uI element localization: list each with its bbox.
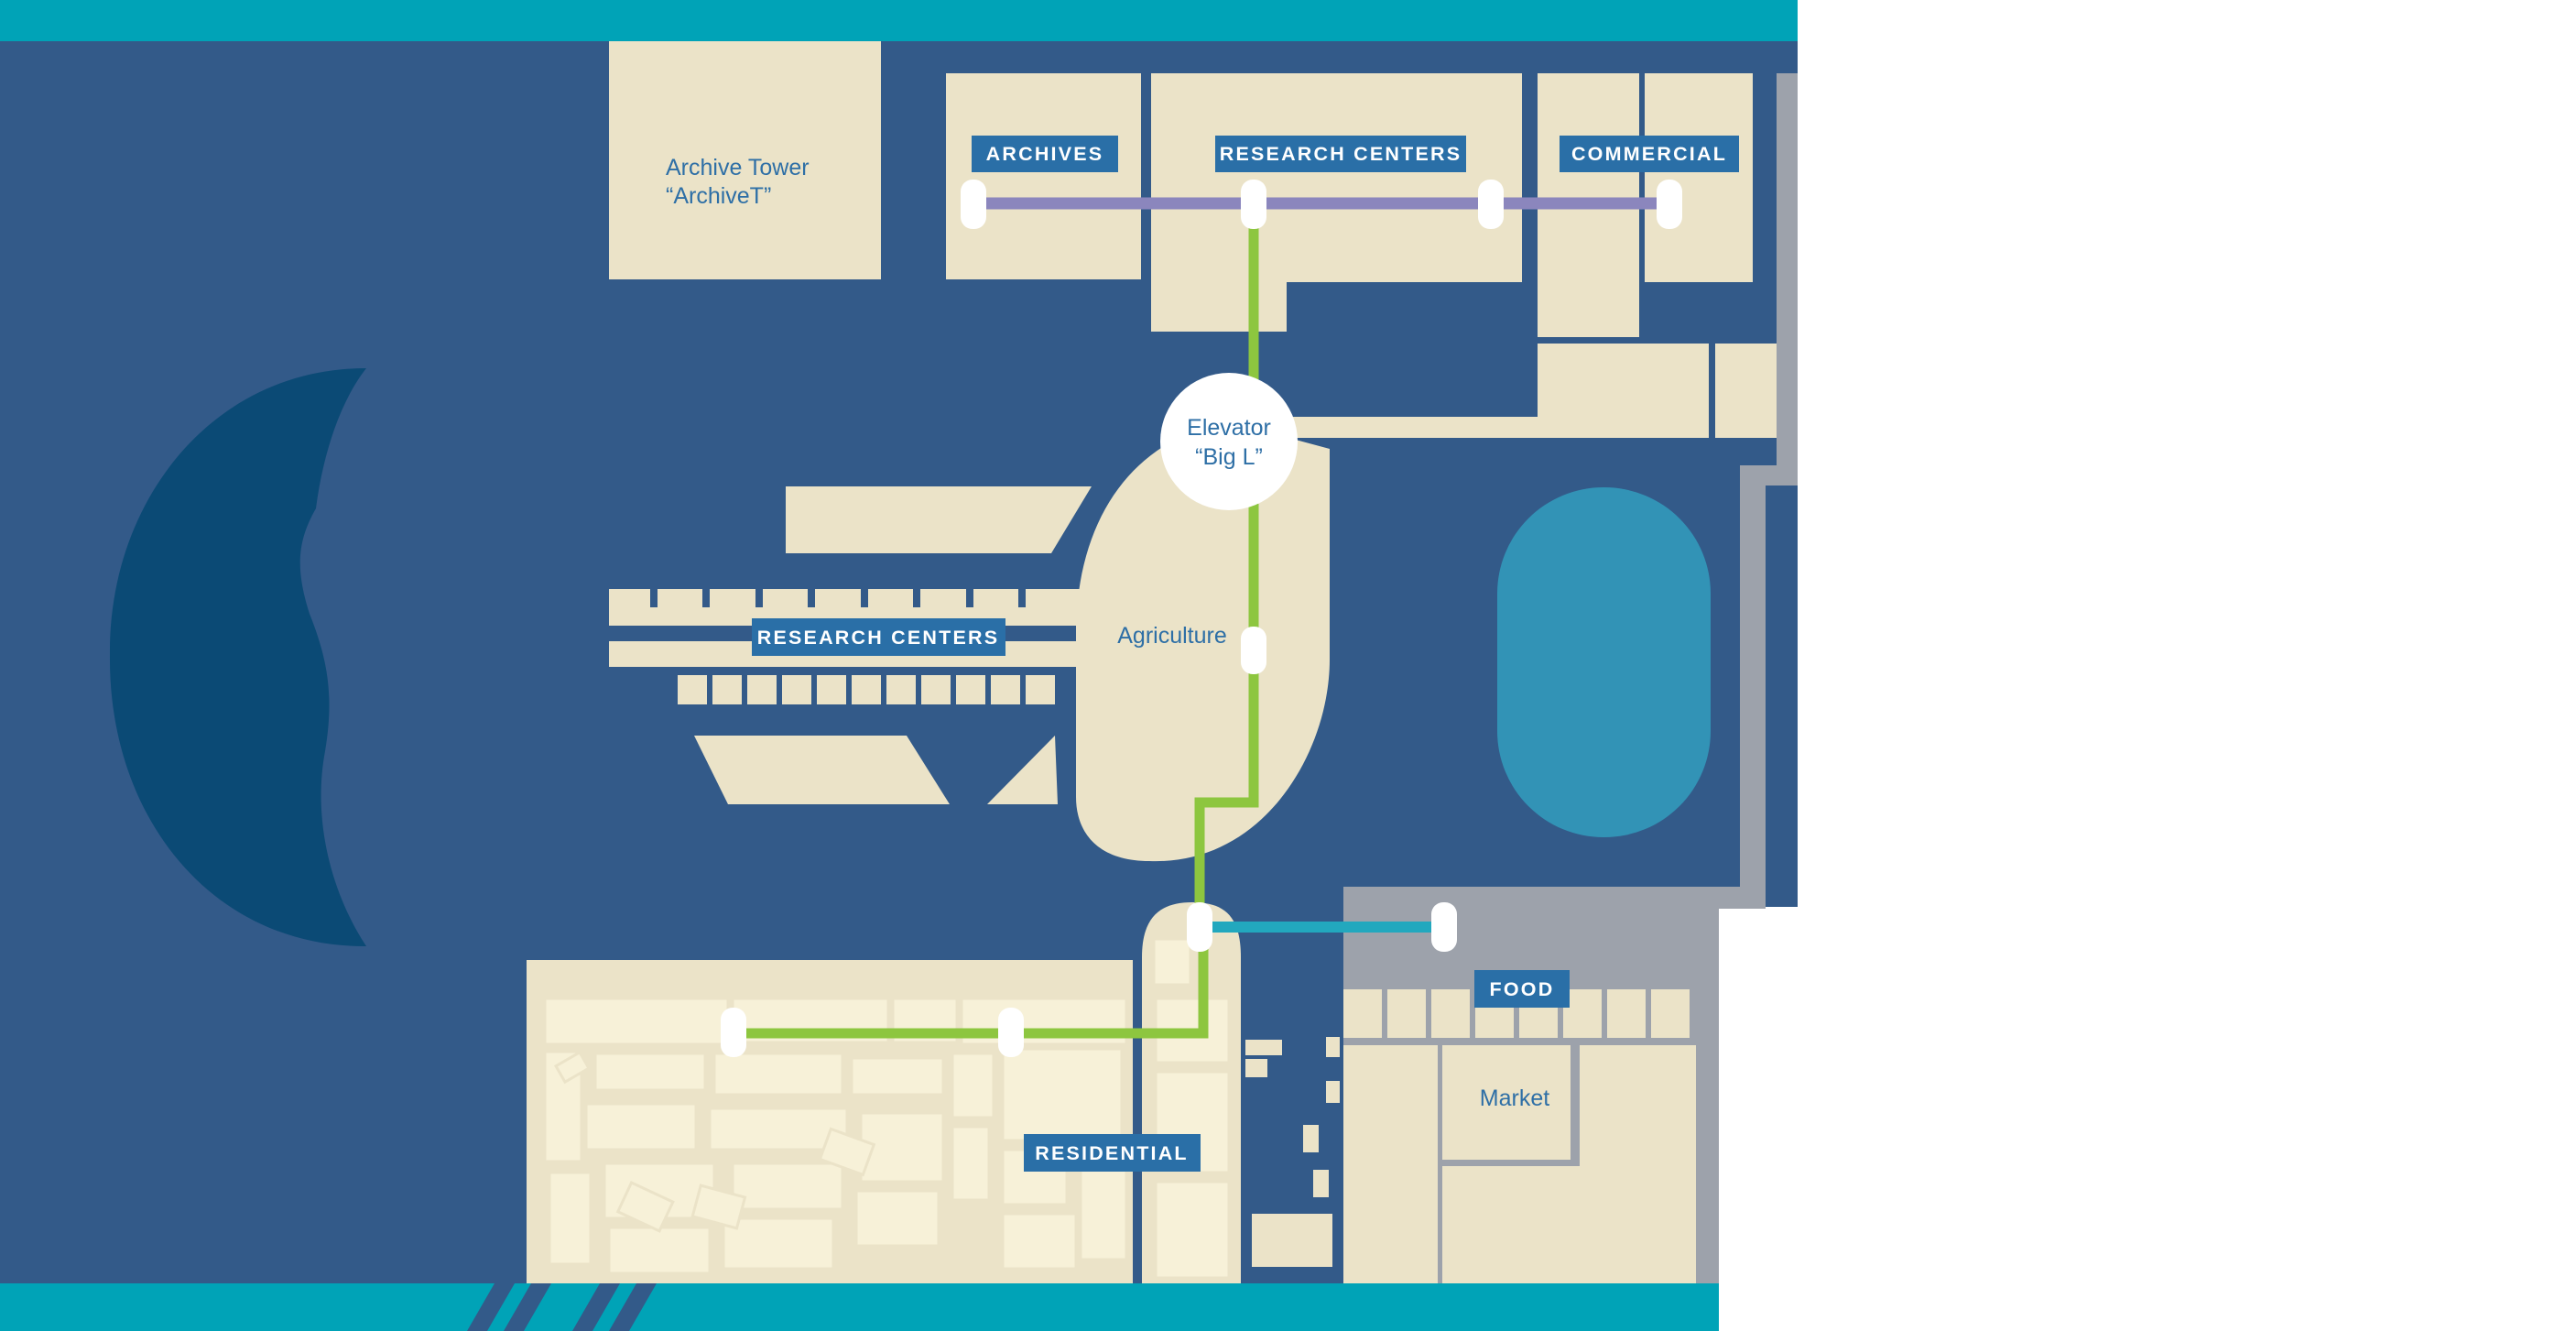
bottom-stripe [609, 1283, 657, 1331]
tag-research-mid-text: RESEARCH CENTERS [757, 627, 1000, 649]
tag-commercial-text: COMMERCIAL [1571, 143, 1727, 165]
agriculture-area [1076, 421, 1330, 862]
tag-food-text: FOOD [1490, 978, 1555, 1000]
bottom-stripe [572, 1283, 620, 1331]
archive-tower-nickname: “ArchiveT” [666, 183, 771, 209]
commercial-building [1538, 344, 1709, 438]
tag-food[interactable]: FOOD [1474, 970, 1570, 1008]
commercial-building [1645, 73, 1753, 282]
bottom-stripe [467, 1283, 515, 1331]
station-marker [1431, 902, 1457, 952]
tag-commercial[interactable]: COMMERCIAL [1560, 136, 1739, 172]
misc-small-blocks [1245, 1037, 1340, 1267]
station-marker [1241, 180, 1266, 229]
outer-wall [1699, 73, 1798, 1283]
bottom-stripe [504, 1283, 551, 1331]
archives-building [946, 73, 1141, 279]
station-marker [1657, 180, 1682, 229]
elevator-connector [1273, 417, 1538, 438]
research-lower-block [694, 736, 950, 804]
elevator-label: Elevator [1187, 415, 1271, 441]
commercial-building [1715, 344, 1777, 438]
tag-research-centers-top[interactable]: RESEARCH CENTERS [1215, 136, 1466, 172]
station-marker [721, 1008, 746, 1057]
station-markers [721, 180, 1682, 1057]
station-marker [1187, 902, 1212, 952]
station-marker [1478, 180, 1504, 229]
tag-residential[interactable]: RESIDENTIAL [1024, 1134, 1201, 1172]
research-upper-block [786, 486, 1092, 553]
crater [109, 368, 366, 947]
research-strip-notches [650, 589, 1026, 607]
archive-tower-building [609, 41, 881, 279]
tag-archives[interactable]: ARCHIVES [972, 136, 1118, 172]
water-bottom [0, 1283, 1719, 1331]
elevator-circle[interactable] [1160, 373, 1298, 510]
market-building [1442, 1045, 1571, 1160]
tag-residential-text: RESIDENTIAL [1035, 1142, 1189, 1164]
elevator-nickname: “Big L” [1195, 444, 1263, 470]
station-marker [1241, 627, 1266, 674]
archive-tower-label: Archive Tower [666, 155, 810, 180]
market-label: Market [1480, 1086, 1549, 1111]
food-hall [1442, 1166, 1696, 1283]
research-small-blocks [678, 675, 1055, 704]
food-hall [1343, 1045, 1438, 1283]
white-margin [1798, 0, 2576, 1331]
pool [1497, 487, 1711, 837]
tag-research-top-text: RESEARCH CENTERS [1220, 143, 1462, 165]
white-margin-lower [1718, 907, 1800, 1331]
station-marker [998, 1008, 1024, 1057]
tag-archives-text: ARCHIVES [986, 143, 1104, 165]
research-lower-block [987, 736, 1058, 804]
water-top [0, 0, 1798, 41]
station-marker [961, 180, 986, 229]
tag-research-centers-mid[interactable]: RESEARCH CENTERS [752, 618, 1005, 656]
agriculture-label: Agriculture [1117, 623, 1227, 649]
